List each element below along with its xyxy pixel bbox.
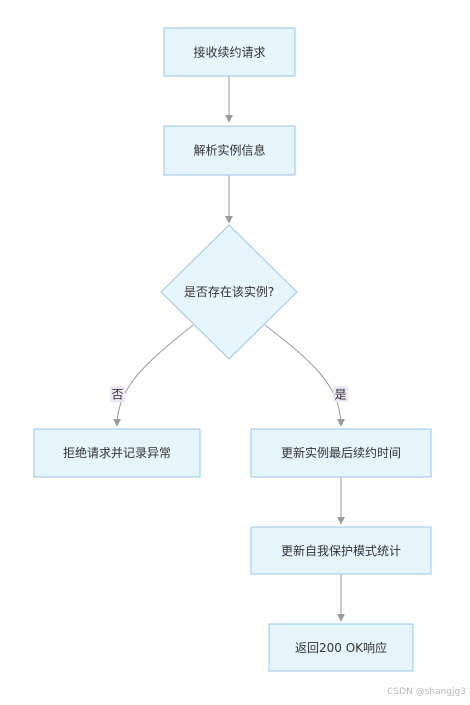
node-update-renew-time: 更新实例最后续约时间 <box>250 428 432 478</box>
node-receive-request-label: 接收续约请求 <box>193 45 265 60</box>
node-instance-exists-label: 是否存在该实例? <box>184 284 274 299</box>
node-parse-instance-label: 解析实例信息 <box>193 143 265 158</box>
node-update-self-preservation-label: 更新自我保护模式统计 <box>281 543 401 558</box>
edge-decision-no <box>113 324 194 427</box>
edge-label-no-text: 否 <box>111 388 123 402</box>
node-reject-request: 拒绝请求并记录异常 <box>33 428 201 478</box>
edge-label-yes: 是 <box>333 386 348 402</box>
edge-label-yes-text: 是 <box>334 388 346 402</box>
node-return-200-ok-label: 返回200 OK响应 <box>295 640 387 655</box>
node-parse-instance: 解析实例信息 <box>163 125 296 176</box>
node-reject-request-label: 拒绝请求并记录异常 <box>63 445 171 460</box>
edge-label-no: 否 <box>110 386 125 402</box>
node-update-renew-time-label: 更新实例最后续约时间 <box>281 445 401 460</box>
node-return-200-ok: 返回200 OK响应 <box>268 623 414 672</box>
node-instance-exists-decision: 是否存在该实例? <box>160 224 298 360</box>
edge-decision-yes <box>264 324 345 427</box>
node-update-self-preservation: 更新自我保护模式统计 <box>250 526 432 575</box>
watermark: CSDN @shangjg3 <box>387 687 466 697</box>
node-receive-request: 接收续约请求 <box>163 27 296 77</box>
